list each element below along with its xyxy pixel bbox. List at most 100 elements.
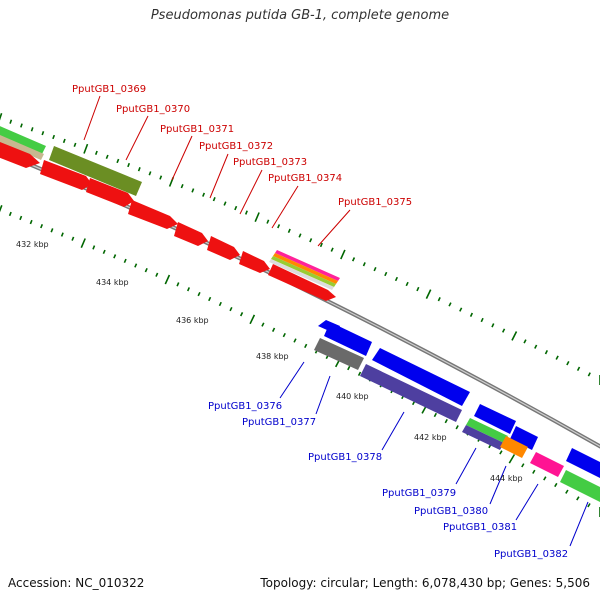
gene-label-0373[interactable]: PputGB1_0373 (233, 157, 307, 168)
gene-label-0382[interactable]: PputGB1_0382 (494, 549, 568, 560)
gene-label-0380[interactable]: PputGB1_0380 (414, 506, 488, 517)
scale-labels: 432 kbp 434 kbp 436 kbp 438 kbp 440 kbp … (16, 240, 523, 483)
tick-mark (148, 171, 152, 176)
forward-labels: PputGB1_0369 PputGB1_0370 PputGB1_0371 P… (72, 84, 412, 208)
feature-tan-outer (0, 135, 44, 160)
tick-mark (180, 183, 184, 189)
tick-mark (40, 223, 44, 229)
tick-mark (159, 175, 163, 180)
gene-arrow-0379b[interactable] (462, 425, 504, 450)
tick-mark (282, 332, 286, 338)
gene-label-0381[interactable]: PputGB1_0381 (443, 522, 517, 533)
tick-mark (41, 131, 45, 136)
tick-mark (155, 272, 159, 277)
tick-mark (8, 211, 12, 217)
tick-mark (202, 192, 206, 197)
gene-arrow-0379[interactable] (466, 418, 508, 443)
tick-mark (499, 450, 503, 455)
tick-mark (340, 249, 346, 260)
gene-label-0376[interactable]: PputGB1_0376 (208, 401, 282, 412)
gene-arrow-0370b[interactable] (86, 178, 134, 207)
tick-mark (455, 425, 459, 430)
tick-mark (19, 215, 23, 221)
reverse-labels: PputGB1_0376 PputGB1_0377 PputGB1_0378 P… (208, 401, 568, 560)
gene-arrow-0377[interactable] (314, 338, 364, 370)
gene-label-0371[interactable]: PputGB1_0371 (160, 124, 234, 135)
tick-row-outer (0, 113, 600, 385)
tick-mark (123, 258, 127, 264)
gene-label-0374[interactable]: PputGB1_0374 (268, 173, 342, 184)
gene-arrow-0371[interactable] (128, 200, 178, 229)
tick-mark (508, 454, 516, 464)
tick-mark (357, 371, 362, 376)
tick-mark (197, 291, 201, 297)
tick-mark (83, 143, 89, 154)
tick-mark (191, 188, 195, 193)
gene-arrow-0374[interactable] (239, 251, 270, 273)
kbp-label-444: 444 kbp (490, 474, 523, 483)
tick-mark (102, 249, 106, 255)
tick-mark (127, 162, 131, 168)
gene-arrow-0378[interactable] (360, 364, 462, 422)
tick-mark (186, 287, 191, 292)
tick-mark (73, 142, 77, 147)
tick-mark (469, 312, 474, 317)
tick-mark (271, 327, 276, 332)
tick-mark (176, 282, 180, 287)
gene-arrow-0373[interactable] (207, 236, 240, 260)
gene-arrow-0380-upper[interactable] (510, 426, 538, 450)
gene-arrow-0382[interactable] (560, 470, 600, 502)
tick-mark (425, 289, 432, 299)
tick-mark (351, 257, 356, 262)
tick-mark (254, 212, 260, 223)
tick-mark (543, 476, 547, 481)
tick-mark (566, 361, 570, 366)
gene-label-0378[interactable]: PputGB1_0378 (308, 452, 382, 463)
tick-mark (50, 228, 54, 233)
gene-arrow-0376b[interactable] (324, 322, 372, 356)
tick-mark (293, 338, 297, 343)
tick-mark (330, 247, 334, 252)
gene-arrow-0379-upper[interactable] (474, 404, 516, 434)
tick-mark (384, 271, 388, 277)
tick-mark (433, 412, 438, 418)
forward-leader-lines (83, 95, 351, 247)
tick-mark (362, 262, 366, 267)
tick-mark (234, 205, 238, 211)
gene-arrow-0370a[interactable] (40, 160, 92, 190)
tick-mark (0, 205, 3, 213)
gene-label-0377[interactable]: PputGB1_0377 (242, 417, 316, 428)
tick-mark (212, 196, 216, 202)
gene-arrow-0378-upper[interactable] (372, 348, 470, 406)
tick-mark (347, 365, 351, 371)
forward-gene-track (0, 140, 336, 301)
kbp-label-438: 438 kbp (256, 352, 289, 361)
tick-mark (565, 489, 569, 494)
tick-mark (30, 127, 34, 132)
tick-mark (94, 150, 98, 155)
gene-arrow-0375[interactable] (268, 264, 336, 301)
gene-arrow-0372[interactable] (174, 222, 208, 246)
gene-label-0370[interactable]: PputGB1_0370 (116, 104, 190, 115)
gene-label-0372[interactable]: PputGB1_0372 (199, 141, 273, 152)
tick-mark (405, 281, 409, 287)
tick-mark (319, 242, 323, 248)
gene-arrow-0380[interactable] (500, 436, 528, 458)
gene-arrow-0382-upper[interactable] (566, 448, 600, 478)
tick-mark (576, 496, 580, 501)
tick-mark (208, 296, 212, 302)
tick-mark (239, 312, 244, 317)
tick-mark (437, 297, 441, 302)
gene-arrow-0369[interactable] (0, 140, 40, 168)
tick-mark (521, 463, 525, 468)
gene-label-0375[interactable]: PputGB1_0375 (338, 197, 412, 208)
gene-label-0369[interactable]: PputGB1_0369 (72, 84, 146, 95)
feature-stripe-0375 (269, 250, 340, 290)
gene-arrow-0381[interactable] (530, 452, 564, 477)
map-title: Pseudomonas putida GB-1, complete genome (150, 8, 450, 23)
kbp-label-442: 442 kbp (414, 433, 447, 442)
tick-mark (71, 236, 75, 241)
gene-label-0379[interactable]: PputGB1_0379 (382, 488, 456, 499)
tick-mark (534, 344, 538, 349)
tick-mark (261, 322, 265, 327)
